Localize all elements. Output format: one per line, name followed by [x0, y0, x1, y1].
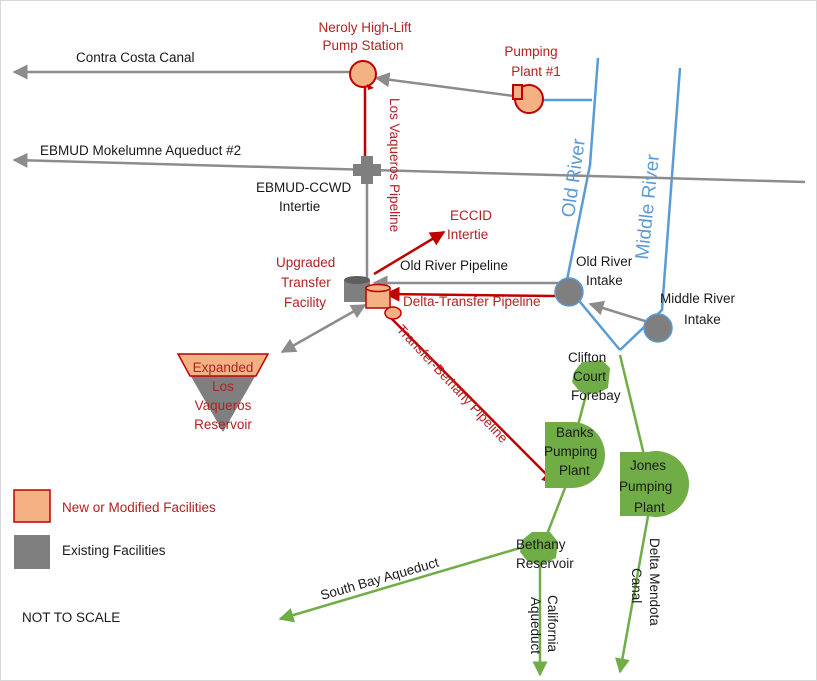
jones-plant-line	[618, 354, 646, 456]
bethany-reservoir-icon	[520, 532, 558, 564]
expanded-reservoir-icon	[176, 353, 270, 432]
expanded-label-line1: Expanded	[193, 360, 254, 375]
clifton-court-forebay-icon	[572, 360, 610, 394]
old-river-label: Old River	[558, 137, 590, 219]
pumping-plant-to-neroly-line	[374, 72, 515, 98]
eccid-intertie-line	[373, 230, 446, 276]
eccid-label-line1: ECCID	[450, 208, 492, 223]
delta-mendota-label-line2: Canal	[629, 568, 644, 603]
transfer-bethany-pipeline-label: Transfer-Bethany Pipeline	[394, 322, 511, 446]
legend-existing-swatch	[14, 535, 50, 569]
jones-label-line2: Pumping	[619, 479, 672, 494]
neroly-pump-station-icon	[349, 60, 377, 90]
los-vaqueros-pipeline-label: Los Vaqueros Pipeline	[387, 98, 402, 232]
legend-new-swatch	[13, 489, 51, 523]
upgraded-label-line2: Transfer	[281, 275, 331, 290]
banks-label-line2: Pumping	[544, 444, 597, 459]
jones-pumping-plant-icon	[620, 451, 690, 517]
pumping-plant-1-label-line1: Pumping	[504, 44, 557, 59]
ebmud-aqueduct-line	[12, 152, 806, 184]
upgraded-label-line1: Upgraded	[276, 255, 335, 270]
south-bay-aqueduct-line	[278, 543, 531, 623]
old-river-intake-label-line1: Old River	[576, 254, 633, 269]
banks-label-line1: Banks	[556, 425, 594, 440]
upgraded-label-line3: Facility	[284, 295, 326, 310]
bethany-label-line2: Reservoir	[516, 556, 574, 571]
south-bay-aqueduct-label: South Bay Aqueduct	[319, 555, 441, 603]
expanded-label-line2: Los	[212, 379, 234, 394]
expanded-label-line4: Reservoir	[194, 417, 252, 432]
middle-river-intake-label-line2: Intake	[684, 312, 721, 327]
california-label-line1: California	[545, 595, 560, 653]
old-river-intake-icon	[554, 277, 584, 307]
clifton-label-line2: Court	[573, 369, 606, 384]
legend-new-label: New or Modified Facilities	[62, 500, 216, 515]
transfer-bethany-pipeline-line	[384, 311, 558, 486]
middle-river-intake-icon	[643, 313, 673, 343]
middle-river-to-old-river-line	[588, 300, 649, 324]
clifton-label-line3: Forebay	[571, 388, 621, 403]
middle-river-intake-label-line1: Middle River	[660, 291, 736, 306]
ebmud-aqueduct-label: EBMUD Mokelumne Aqueduct #2	[40, 143, 241, 158]
legend-existing-label: Existing Facilities	[62, 543, 166, 558]
intertie-label-line2: Intertie	[279, 199, 320, 214]
pumping-plant-1-icon	[512, 84, 544, 114]
banks-pumping-plant-icon	[545, 422, 605, 488]
california-label-line2: Aqueduct	[528, 597, 543, 654]
legend: New or Modified Facilities Existing Faci…	[13, 489, 216, 569]
old-river-line	[564, 57, 621, 351]
delta-mendota-label-line1: Delta Mendota	[647, 538, 662, 626]
jones-label-line3: Plant	[634, 500, 665, 515]
not-to-scale-label: NOT TO SCALE	[22, 610, 120, 625]
old-river-intake-label-line2: Intake	[586, 273, 623, 288]
neroly-label-line1: Neroly High-Lift	[318, 20, 411, 35]
expanded-label-line3: Vaqueros	[195, 398, 252, 413]
banks-label-line3: Plant	[559, 463, 590, 478]
neroly-label-line2: Pump Station	[322, 38, 403, 53]
pumping-plant-1-label-line2: Plant #1	[511, 64, 561, 79]
ebmud-ccwd-intertie-icon	[353, 156, 381, 184]
upgraded-transfer-facility-icon	[365, 283, 402, 320]
intertie-label-line1: EBMUD-CCWD	[256, 180, 351, 195]
clifton-label-line1: Clifton	[568, 350, 606, 365]
delta-transfer-pipeline-label: Delta-Transfer Pipeline	[403, 294, 541, 309]
middle-river-line	[619, 67, 682, 351]
jones-label-line1: Jones	[630, 458, 666, 473]
contra-costa-canal-label: Contra Costa Canal	[76, 50, 195, 65]
eccid-label-line2: Intertie	[447, 227, 488, 242]
reservoir-transfer-line	[280, 303, 367, 354]
old-river-pipeline-label: Old River Pipeline	[400, 258, 508, 273]
bethany-label-line1: Bethany	[516, 537, 566, 552]
existing-transfer-tank-icon	[344, 276, 370, 302]
delta-mendota-canal-line	[615, 504, 652, 674]
delta-transfer-pipeline-line	[384, 286, 556, 302]
middle-river-label: Middle River	[632, 153, 664, 261]
